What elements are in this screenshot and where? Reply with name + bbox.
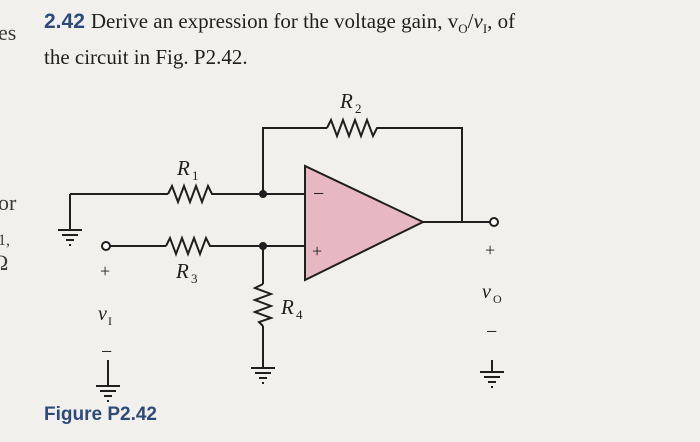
label-r2-sub: 2 (355, 101, 362, 116)
resistor-r4 (252, 283, 274, 327)
resistor-r2 (326, 117, 381, 139)
problem-text-tail: , of (487, 9, 516, 33)
output-terminal (489, 217, 499, 227)
op-amp-symbol (304, 164, 426, 282)
label-r2: R (339, 89, 353, 113)
subscript-i: I (482, 21, 488, 37)
label-r4-sub: 4 (296, 307, 303, 322)
problem-text: Derive an expression for the voltage gai… (90, 9, 459, 33)
ground-symbol (480, 371, 504, 388)
subscript-o: O (458, 21, 468, 37)
cropped-text-fragment: or (0, 190, 17, 215)
label-r1: R (176, 156, 190, 180)
resistor-r3 (165, 235, 212, 257)
figure-caption: Figure P2.42 (44, 404, 157, 425)
ground-symbol (251, 367, 275, 384)
wires (69, 127, 493, 386)
vi-plus-sign: + (100, 261, 110, 281)
vi-minus-sign: − (101, 341, 112, 363)
label-r3-sub: 3 (191, 271, 198, 286)
ground-symbol (58, 229, 82, 246)
label-vi: v (98, 303, 107, 325)
label-r4: R (280, 295, 294, 319)
vo-plus-sign: + (485, 240, 495, 260)
ground-symbol (96, 385, 120, 402)
noninverting-input-sign: + (312, 241, 322, 261)
cropped-text-fragment: 1, (0, 232, 10, 249)
junction-dot (259, 190, 267, 198)
junction-dot (259, 242, 267, 250)
vo-minus-sign: − (486, 321, 497, 343)
label-r3: R (175, 259, 189, 283)
cropped-text-fragment: Ω (0, 250, 9, 275)
slash: / (467, 9, 474, 33)
resistor-r1 (167, 183, 214, 205)
inverting-input-sign: − (313, 183, 324, 205)
input-terminal (101, 241, 111, 251)
label-vi-sub: I (108, 314, 112, 328)
problem-text-line2: the circuit in Fig. P2.42. (44, 45, 248, 70)
problem-number: 2.42 (44, 10, 85, 33)
cropped-text-fragment: es (0, 20, 17, 45)
label-vo-sub: O (493, 292, 502, 306)
label-vo: v (482, 281, 491, 303)
label-r1-sub: 1 (192, 168, 199, 183)
variable-v: v (473, 9, 483, 33)
